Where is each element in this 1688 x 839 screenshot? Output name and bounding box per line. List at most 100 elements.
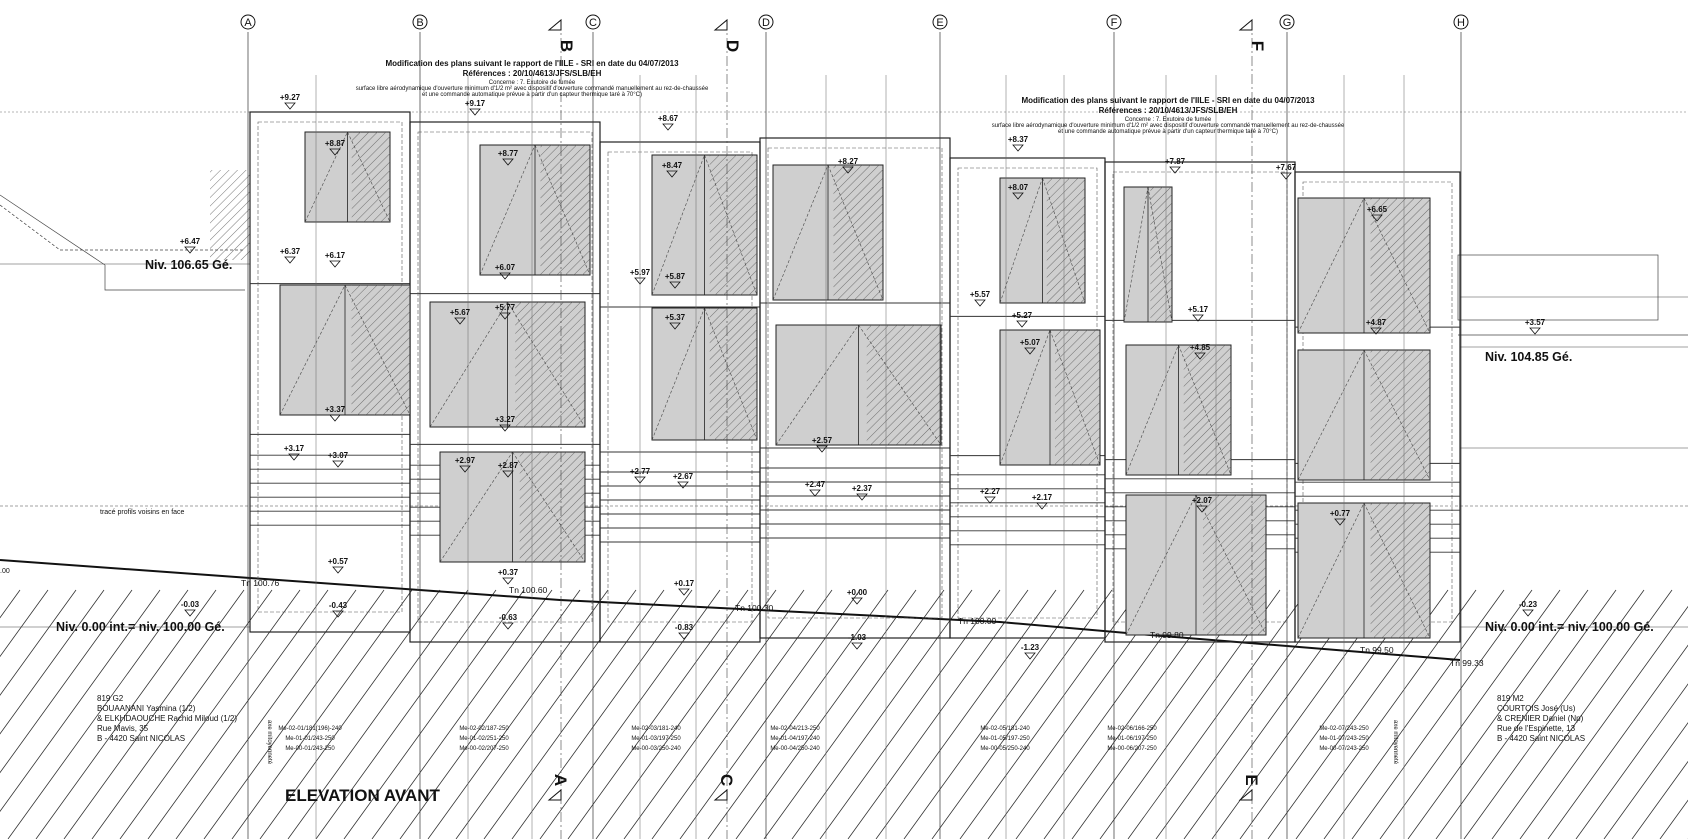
elevation-triangle [502,158,514,166]
glass-hatch [351,285,410,415]
elevation-value: -1.03 [848,633,867,642]
glass-hatch [1183,345,1231,475]
opening-swing-line [999,177,1043,304]
elevation-value: +2.77 [630,467,651,476]
elevation-value: +3.37 [325,405,346,414]
elevation-triangle [329,260,341,268]
grid-axis-bubble [1106,14,1122,30]
elevation-value: +4.85 [1190,343,1211,352]
opening-swing-line [827,164,884,301]
elevation-value: +2.37 [852,484,873,493]
grid-axis-bubble [240,14,256,30]
elevation-value: -1.23 [1021,643,1040,652]
terrain-line [0,559,1461,661]
elevation-value: +8.07 [1008,183,1029,192]
terrain-level-label: Tn 99.33 [1450,658,1484,668]
opening-swing-line [479,144,536,276]
grid-axis-bubble [932,14,948,30]
elevation-value: +3.17 [284,444,305,453]
svg-text:819 G2: 819 G2 [97,694,124,703]
elevation-triangle [499,272,511,280]
opening-swing-line [1123,186,1149,323]
grid-axis-bubble [1279,14,1295,30]
boundary-label-left: axe mitoyenneté [266,720,272,765]
grid-axis-label: D [762,17,770,29]
elevation-value: +5.17 [1188,305,1209,314]
svg-text:Modification des plans suivant: Modification des plans suivant le rappor… [385,59,679,68]
svg-text:Concerne : 7. Exutoire de fumé: Concerne : 7. Exutoire de fumée [489,80,576,86]
opening-swing-line [1178,344,1232,476]
opening-swing-line [304,131,348,223]
opening-code: Me-02-02/187-250 [459,726,509,732]
opening-swing-line [1297,502,1365,639]
elevation-value: +4.87 [1366,318,1387,327]
elevation-value: +8.47 [662,161,683,170]
opening-code: Me-02-04/213-250 [770,726,820,732]
opening-swing-line [347,131,391,223]
opening-swing-line [1363,349,1431,481]
elevation-value: +8.37 [1008,135,1029,144]
glass-hatch [709,155,757,295]
level-label-left-upper: Niv. 106.65 Gé. [145,258,232,272]
grid-axis-label: H [1457,17,1465,29]
opening-code: Me-00-01/243-250 [285,746,335,752]
opening-swing-line [1049,329,1101,466]
grid-axis-bubble [412,14,428,30]
inner-outline [257,121,403,613]
elevation-value: +9.17 [465,99,486,108]
elevation-triangle [288,453,300,461]
opening-swing-line [439,451,513,563]
elevation-triangle [1012,144,1024,152]
elevation-value: +8.27 [838,157,859,166]
glass-hatch [1203,495,1266,635]
elevation-triangle [662,123,674,131]
section-arrow [1238,788,1253,801]
level-label-right-upper: Niv. 104.85 Gé. [1485,350,1572,364]
elevation-value: +6.07 [495,263,516,272]
elevation-value: +9.27 [280,93,301,102]
terrain-level-label: Tn 100.00 [958,616,997,626]
section-arrow [547,18,562,31]
elevation-triangle [1371,214,1383,222]
opening-swing-line [279,284,346,416]
elevation-value: -0.43 [329,601,348,610]
opening-code: Me-00-06/207-250 [1107,746,1157,752]
opening-code: Me-00-02/207-250 [459,746,509,752]
glass-hatch [351,132,390,222]
svg-text:819 M2: 819 M2 [1497,694,1524,703]
opening-swing-line [1125,344,1179,476]
opening-codes: Me-02-01/181(196)-240Me-01-01/243-250Me-… [278,726,1369,752]
elevation-value: +7.87 [1165,157,1186,166]
elevation-value: +8.77 [498,149,519,158]
elevation-value: +8.67 [658,114,679,123]
elevation-markers: +9.27+9.17+8.87+8.77+8.67+8.47+8.37+8.27… [180,93,1546,660]
elevation-value: +3.57 [1525,318,1546,327]
elevation-triangle [1036,502,1048,510]
elevation-triangle [1012,192,1024,200]
facade-block [1294,171,1461,643]
elevation-triangle [856,493,868,501]
level-label-right-ground: Niv. 0.00 int.= niv. 100.00 Gé. [1485,620,1654,634]
elevation-triangle [634,476,646,484]
elevation-value: +6.65 [1367,205,1388,214]
svg-text:BOUAANANI Yasmina (1/2): BOUAANANI Yasmina (1/2) [97,704,196,713]
glass-hatch [515,302,585,427]
elevation-value: +6.17 [325,251,346,260]
glass-hatch [833,165,883,300]
elevation-triangle [499,424,511,432]
opening-code: Me-01-06/197-250 [1107,736,1157,742]
section-arrow [547,788,562,801]
elevation-triangle [678,632,690,640]
elevation-triangle [677,481,689,489]
elevation-value: +6.37 [280,247,301,256]
elevation-triangle [332,610,344,618]
elevation-value: +2.47 [805,480,826,489]
grid-axis-bubble [758,14,774,30]
elevation-value: +2.87 [498,461,519,470]
opening-swing-line [344,284,411,416]
elevation-triangle [1169,166,1181,174]
elevation-triangle [502,577,514,585]
svg-text:et une commande automatique pr: et une commande automatique prévue à par… [422,92,642,98]
opening-code: Me-01-01/243-250 [285,736,335,742]
